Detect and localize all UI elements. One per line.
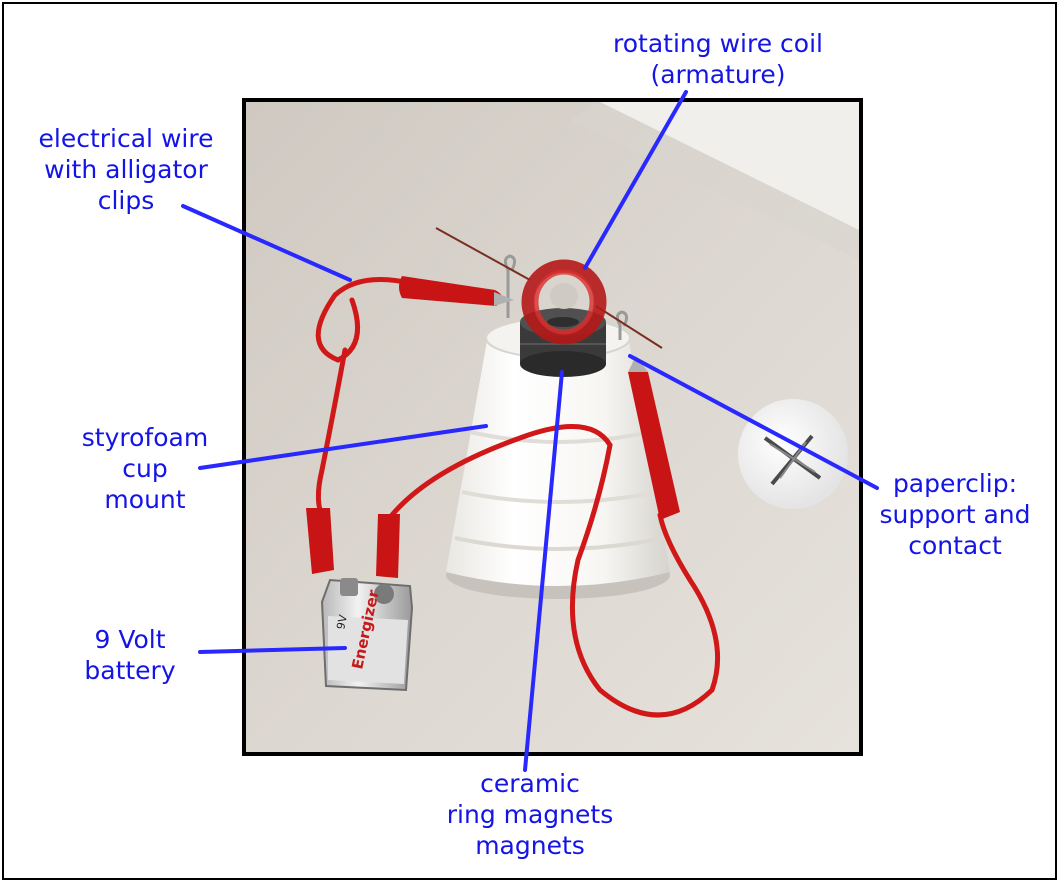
alligator-clips [306, 276, 680, 578]
label-battery-line-2: battery [84, 656, 176, 685]
label-battery: 9 Volt battery [60, 624, 200, 686]
label-paperclip-line-3: contact [908, 531, 1002, 560]
label-wire-line-1: electrical wire [38, 124, 214, 153]
label-magnets-line-2: ring magnets [446, 800, 614, 829]
label-armature-line-2: (armature) [650, 60, 786, 89]
background-wall [246, 102, 859, 230]
leader-armature [583, 90, 688, 270]
leader-wire [181, 204, 352, 282]
battery-voltage-print: 9V [334, 613, 350, 630]
label-paperclip-line-1: paperclip: [892, 469, 1018, 498]
label-cup-line-3: mount [104, 485, 186, 514]
label-magnets: ceramic ring magnets magnets [420, 768, 640, 861]
label-wire-line-2: with alligator [44, 155, 208, 184]
label-paperclip: paperclip: support and contact [858, 468, 1052, 561]
label-magnets-line-1: ceramic [480, 769, 580, 798]
connection-wires [315, 276, 721, 718]
label-cup-line-2: cup [122, 454, 168, 483]
leader-paperclip [628, 354, 879, 490]
leader-magnets [523, 370, 564, 772]
leader-battery [198, 646, 347, 654]
battery-9v: Energizer 9V [320, 578, 414, 692]
label-battery-line-1: 9 Volt [94, 625, 166, 654]
label-armature: rotating wire coil (armature) [593, 28, 843, 90]
label-armature-line-1: rotating wire coil [613, 29, 823, 58]
label-wire: electrical wire with alligator clips [16, 123, 236, 216]
label-wire-line-3: clips [97, 186, 155, 215]
armature-coil [435, 227, 663, 349]
label-paperclip-line-2: support and [879, 500, 1031, 529]
leader-cup [198, 424, 488, 470]
label-magnets-line-3: magnets [475, 831, 585, 860]
label-cup-line-1: styrofoam [81, 423, 209, 452]
label-cup: styrofoam cup mount [60, 422, 230, 515]
